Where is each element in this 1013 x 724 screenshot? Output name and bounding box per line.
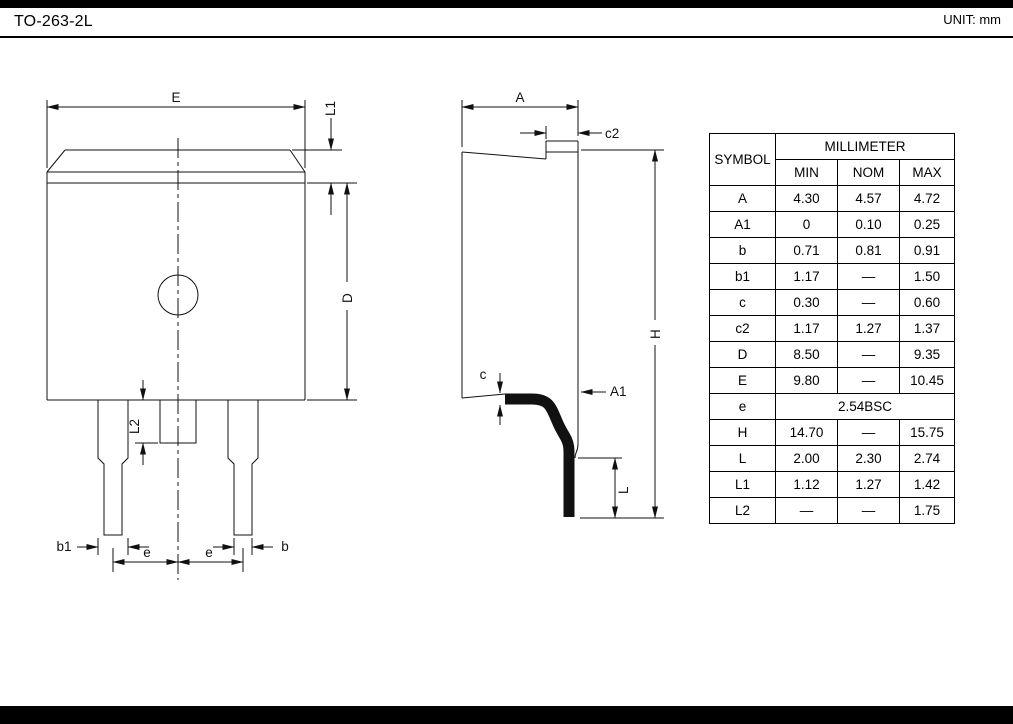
symbol-cell: E xyxy=(709,367,776,394)
dim-label-H: H xyxy=(648,329,663,339)
dim-label-e-left: e xyxy=(143,545,151,560)
symbol-cell: H xyxy=(709,419,776,446)
min-cell: 9.80 xyxy=(775,367,838,394)
dim-label-c2: c2 xyxy=(605,126,619,141)
min-cell: — xyxy=(775,497,838,524)
max-header: MAX xyxy=(899,159,955,186)
front-view-labels: E L1 D L2 b1 e e b xyxy=(56,90,355,560)
dim-label-A: A xyxy=(515,90,524,105)
symbol-cell: e xyxy=(709,393,776,420)
symbol-cell: L2 xyxy=(709,497,776,524)
nom-cell: — xyxy=(837,341,900,368)
table-subheader-row: MIN NOM MAX xyxy=(710,159,955,186)
dim-label-b: b xyxy=(281,539,289,554)
max-cell: 2.74 xyxy=(899,445,955,472)
bottom-border-bar xyxy=(0,706,1013,724)
nom-cell: — xyxy=(837,367,900,394)
nom-cell: 0.81 xyxy=(837,237,900,264)
max-cell: 0.91 xyxy=(899,237,955,264)
nom-cell: 0.10 xyxy=(837,211,900,238)
nom-cell: — xyxy=(837,419,900,446)
dim-label-b1: b1 xyxy=(56,539,71,554)
max-cell: 0.25 xyxy=(899,211,955,238)
min-cell: 0.71 xyxy=(775,237,838,264)
nom-cell: 2.30 xyxy=(837,445,900,472)
side-view-labels: A c2 H c A1 L xyxy=(480,90,663,494)
nom-cell: 1.27 xyxy=(837,315,900,342)
max-cell: 1.37 xyxy=(899,315,955,342)
symbol-cell: A xyxy=(709,185,776,212)
millimeter-header: MILLIMETER xyxy=(775,133,955,160)
symbol-header: SYMBOL xyxy=(709,133,776,186)
header-rule xyxy=(0,36,1013,38)
symbol-cell: c2 xyxy=(709,315,776,342)
top-border-bar xyxy=(0,0,1013,8)
min-header: MIN xyxy=(775,159,838,186)
span-cell: 2.54BSC xyxy=(775,393,955,420)
symbol-cell: A1 xyxy=(709,211,776,238)
max-cell: 9.35 xyxy=(899,341,955,368)
nom-cell: — xyxy=(837,289,900,316)
min-cell: 1.17 xyxy=(775,263,838,290)
page-title: TO-263-2L xyxy=(14,13,93,30)
max-cell: 1.75 xyxy=(899,497,955,524)
max-cell: 15.75 xyxy=(899,419,955,446)
nom-cell: 4.57 xyxy=(837,185,900,212)
max-cell: 1.42 xyxy=(899,471,955,498)
dim-label-A1: A1 xyxy=(610,384,627,399)
symbol-cell: c xyxy=(709,289,776,316)
dim-label-D: D xyxy=(340,293,355,303)
nom-cell: 1.27 xyxy=(837,471,900,498)
dim-label-E: E xyxy=(171,90,180,105)
symbol-cell: b xyxy=(709,237,776,264)
min-cell: 1.12 xyxy=(775,471,838,498)
symbol-cell: L1 xyxy=(709,471,776,498)
max-cell: 1.50 xyxy=(899,263,955,290)
nom-cell: — xyxy=(837,497,900,524)
max-cell: 0.60 xyxy=(899,289,955,316)
min-cell: 4.30 xyxy=(775,185,838,212)
dim-label-L2: L2 xyxy=(127,419,142,434)
min-cell: 1.17 xyxy=(775,315,838,342)
min-cell: 8.50 xyxy=(775,341,838,368)
symbol-cell: D xyxy=(709,341,776,368)
nom-header: NOM xyxy=(837,159,900,186)
max-cell: 4.72 xyxy=(899,185,955,212)
dim-label-L: L xyxy=(616,486,631,494)
min-cell: 0 xyxy=(775,211,838,238)
symbol-cell: b1 xyxy=(709,263,776,290)
dim-label-c: c xyxy=(480,367,487,382)
front-view-drawing xyxy=(46,100,357,580)
nom-cell: — xyxy=(837,263,900,290)
min-cell: 14.70 xyxy=(775,419,838,446)
table-row: L2——1.75 xyxy=(709,497,955,524)
symbol-cell: L xyxy=(709,445,776,472)
min-cell: 2.00 xyxy=(775,445,838,472)
dim-label-e-right: e xyxy=(205,545,213,560)
unit-note: UNIT: mm xyxy=(943,12,1001,27)
max-cell: 10.45 xyxy=(899,367,955,394)
table-header-row: SYMBOL MILLIMETER xyxy=(709,133,955,186)
dim-label-L1: L1 xyxy=(323,101,338,116)
side-view-drawing xyxy=(461,100,664,519)
min-cell: 0.30 xyxy=(775,289,838,316)
